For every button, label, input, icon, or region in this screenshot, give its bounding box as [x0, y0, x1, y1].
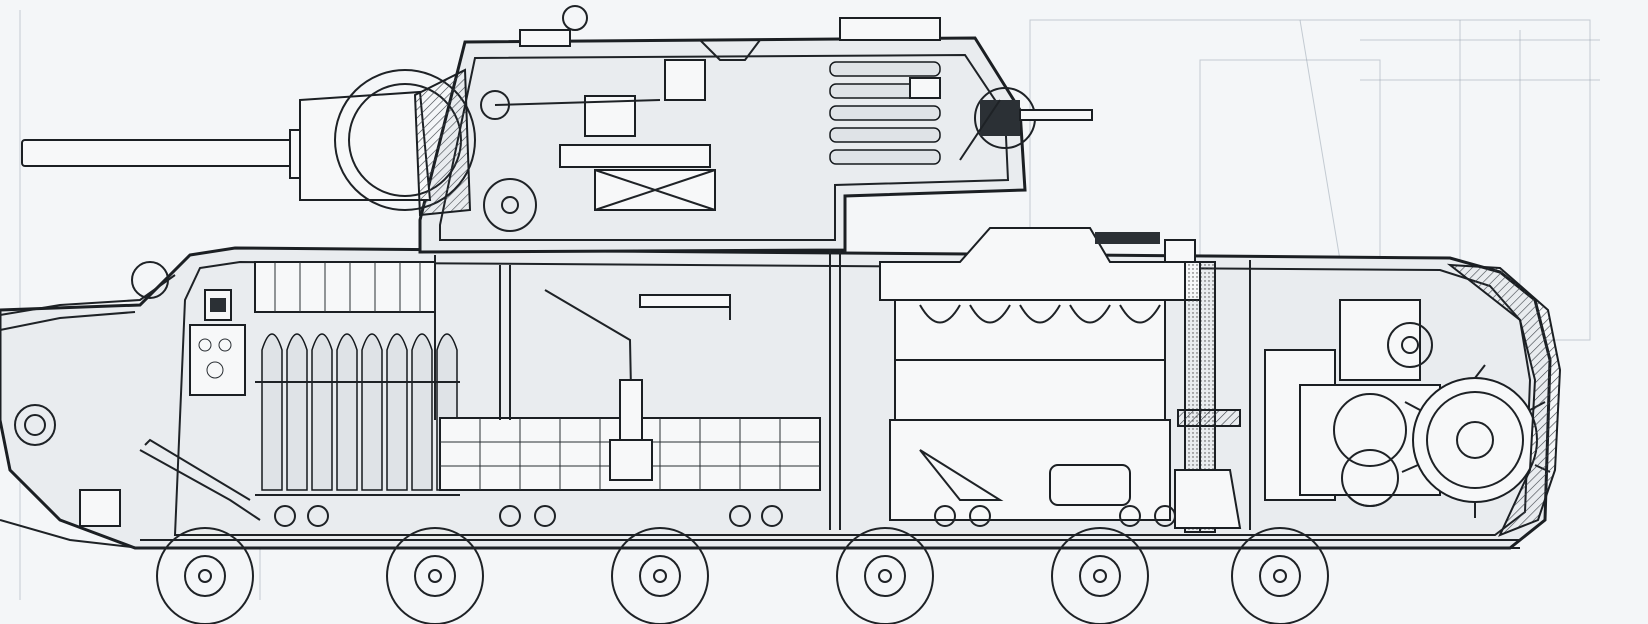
front-idler — [0, 274, 176, 549]
driver-station — [14, 261, 261, 527]
turret-interior — [480, 39, 761, 232]
turret-ammo-rack — [829, 61, 941, 165]
rear-machine-gun — [959, 87, 1093, 161]
hull-ammo-rack — [254, 261, 460, 496]
radiator — [1174, 261, 1242, 533]
gear-lever — [544, 289, 731, 481]
transmission — [1264, 299, 1441, 507]
main-gun — [21, 68, 476, 217]
road-wheels — [156, 527, 1329, 624]
rear-armor — [1446, 263, 1562, 537]
floor-fittings — [274, 505, 1176, 527]
bulkheads — [434, 250, 1251, 530]
engine — [879, 227, 1201, 521]
